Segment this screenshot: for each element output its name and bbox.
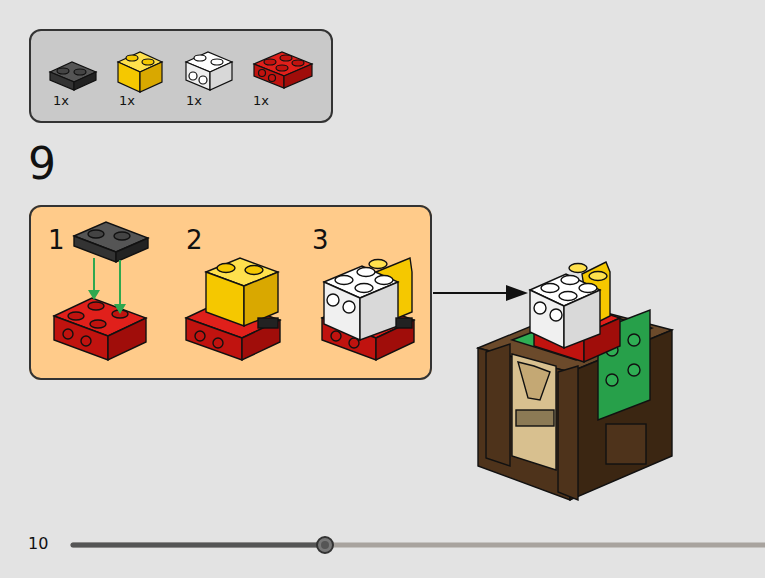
part-quantity: 1x: [119, 94, 135, 107]
part-quantity: 1x: [53, 94, 69, 107]
substep-number: 2: [186, 227, 203, 253]
parts-panel-fill: [29, 29, 333, 123]
substep-panel-fill: [29, 205, 432, 380]
page-number: 10: [28, 536, 48, 552]
red-brick-part: [254, 52, 312, 88]
substep-2-figure: [186, 258, 280, 360]
substep-number: 3: [312, 227, 329, 253]
substep-1-figure: [54, 222, 148, 360]
substep-3-figure: [322, 258, 414, 360]
parts-list-panel: 1x 1x 1x 1x: [29, 29, 333, 123]
model-figure: [478, 262, 672, 500]
part-quantity: 1x: [253, 94, 269, 107]
part-quantity: 1x: [186, 94, 202, 107]
substep-number: 1: [48, 227, 65, 253]
dark-plate-part: [50, 62, 96, 90]
step-number: 9: [28, 142, 56, 186]
green-insert-arrows: [88, 258, 126, 314]
substep-panel: 1 2 3: [29, 205, 432, 380]
yellow-brick-part: [118, 52, 162, 92]
pointer-arrow: [433, 285, 528, 301]
white-brick-part: [186, 52, 232, 90]
progress-bar: [73, 537, 765, 553]
